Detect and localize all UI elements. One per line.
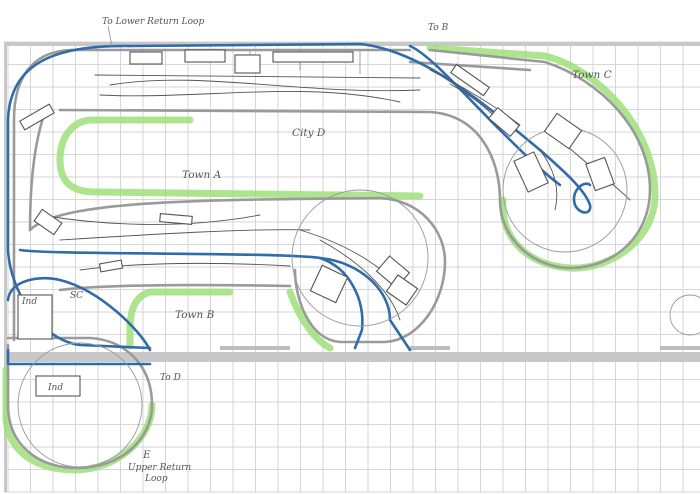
building bbox=[19, 103, 55, 131]
city-d-label: City D bbox=[292, 127, 326, 139]
left-wall bbox=[4, 42, 7, 492]
building bbox=[33, 208, 63, 236]
shelf-divider bbox=[4, 352, 700, 362]
upper-return-loop-label-2: Loop bbox=[144, 474, 168, 484]
industry-label: Ind bbox=[21, 297, 37, 307]
building bbox=[309, 264, 349, 304]
building bbox=[129, 51, 163, 65]
loop-letter-label: E bbox=[142, 449, 151, 461]
town-c-label: Town C bbox=[572, 69, 612, 81]
divider-block-1 bbox=[220, 346, 290, 350]
industry-box-label: Ind bbox=[47, 383, 63, 393]
building bbox=[385, 274, 419, 306]
lower-return-loop-arrow bbox=[107, 25, 113, 47]
building bbox=[543, 112, 583, 150]
to-b-label: To B bbox=[428, 23, 449, 33]
buildings bbox=[17, 49, 615, 397]
building bbox=[17, 294, 53, 340]
divider-block-2 bbox=[410, 346, 450, 350]
small-mark-label: SC bbox=[70, 291, 83, 301]
building bbox=[184, 49, 226, 63]
building bbox=[585, 156, 615, 192]
town-b-label: Town B bbox=[175, 309, 215, 321]
building bbox=[98, 259, 124, 273]
building bbox=[234, 54, 261, 74]
to-d-label: To D bbox=[160, 373, 181, 383]
building bbox=[488, 106, 520, 138]
upper-return-loop-label-1: Upper Return bbox=[128, 463, 191, 473]
building bbox=[159, 213, 193, 225]
building bbox=[513, 151, 549, 193]
industry-building bbox=[35, 375, 81, 397]
lower-return-loop-label: To Lower Return Loop bbox=[102, 17, 204, 27]
blue-branch bbox=[6, 42, 592, 366]
divider-block-3 bbox=[660, 346, 700, 350]
town-a-label: Town A bbox=[182, 169, 222, 181]
building bbox=[272, 51, 354, 63]
building bbox=[449, 63, 491, 97]
